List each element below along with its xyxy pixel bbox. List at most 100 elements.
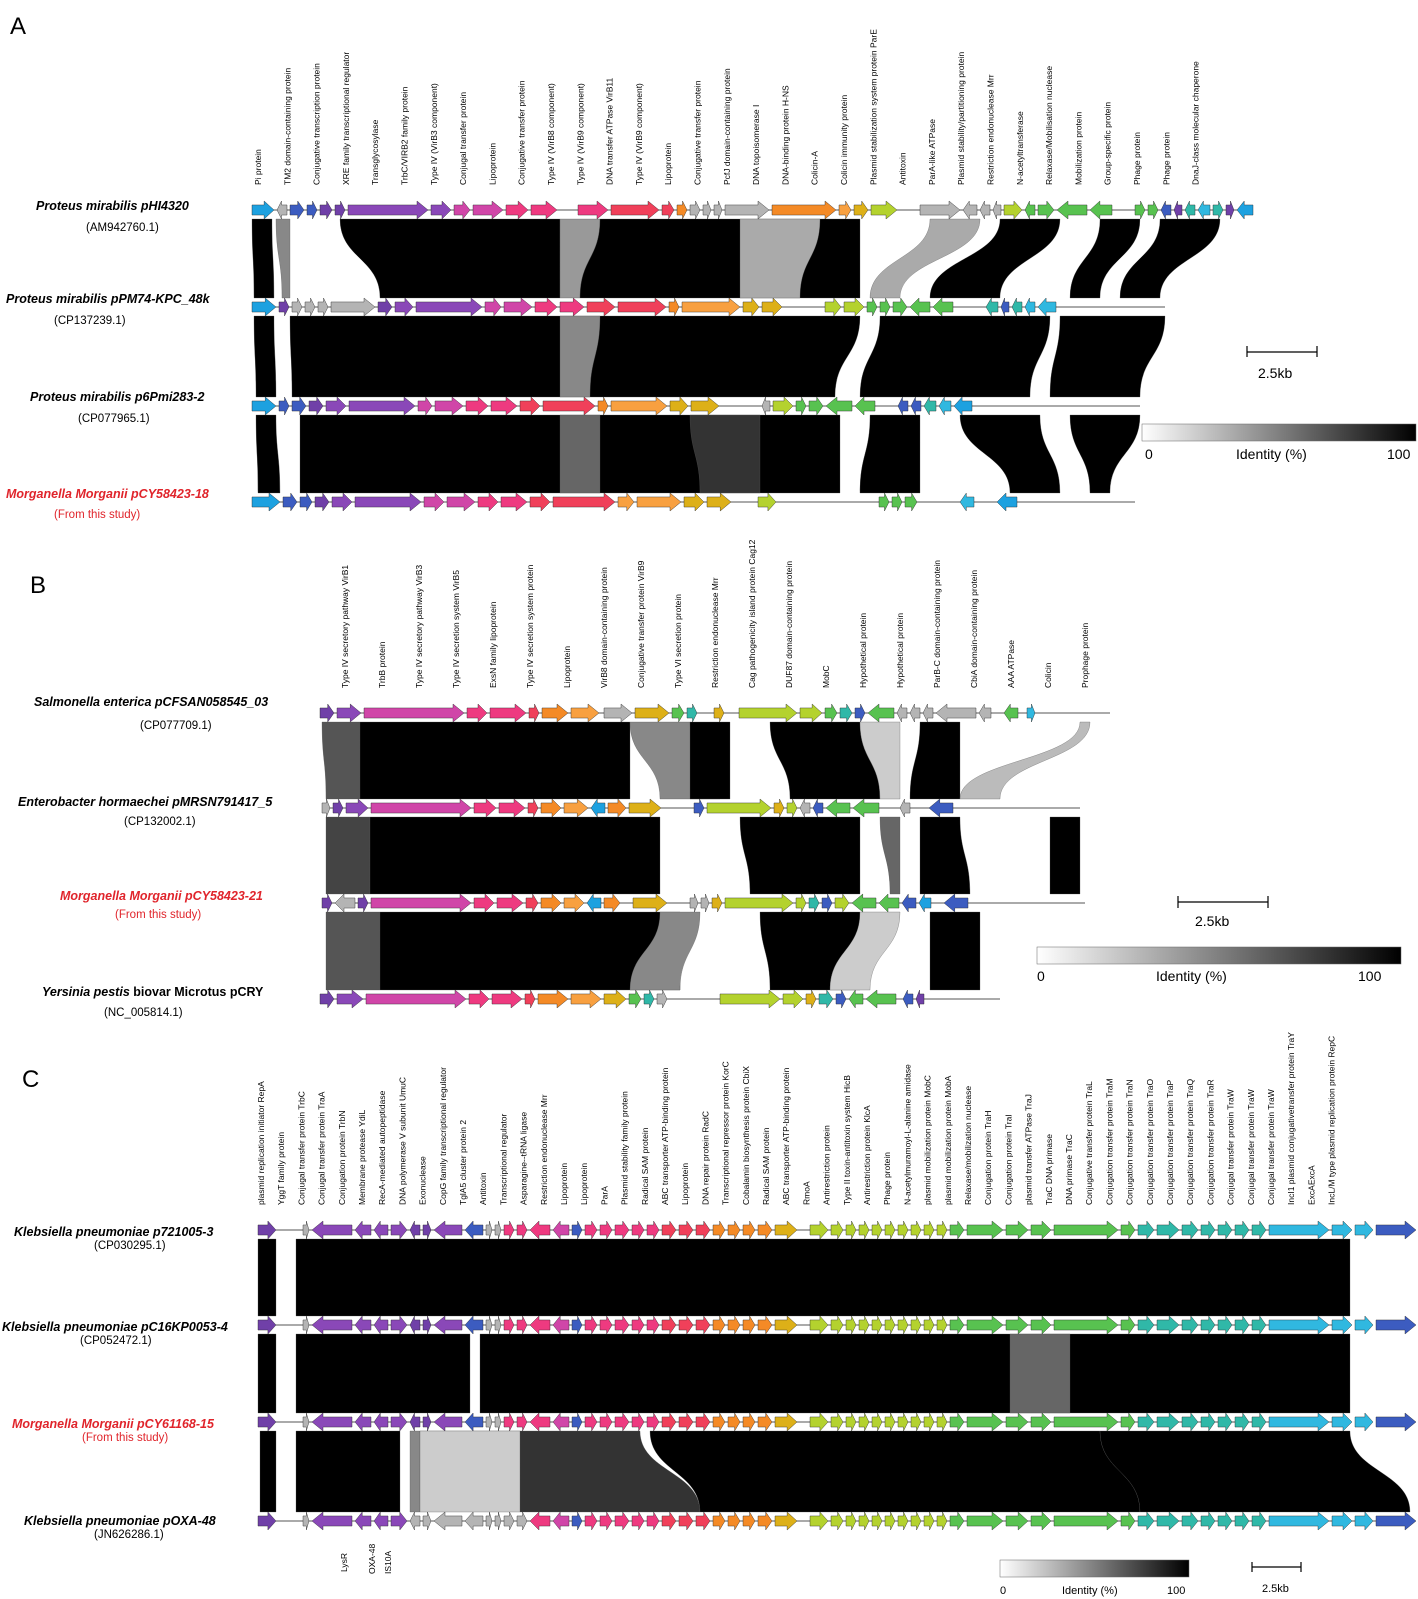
gene-arrow — [321, 798, 331, 818]
gene-arrow — [686, 703, 698, 723]
gene-arrow — [586, 297, 616, 317]
gene-label: Type IV (VirB9 component) — [634, 83, 644, 185]
gene-arrow — [1234, 1511, 1250, 1531]
gene-label: Colicin immunity protein — [839, 95, 849, 185]
homology-ribbon — [253, 315, 277, 398]
gene-arrow — [516, 1220, 528, 1240]
gene-arrow — [485, 1315, 493, 1335]
gene-arrow — [485, 1511, 493, 1531]
gene-arrow — [276, 200, 288, 220]
homology-ribbon — [369, 816, 661, 895]
homology-ribbon — [879, 816, 901, 895]
gene-arrow — [712, 1220, 726, 1240]
gene-arrow — [503, 1511, 515, 1531]
scale-bar-label: 2.5kb — [1195, 913, 1229, 929]
gene-arrow — [1331, 1315, 1353, 1335]
track-accession-highlight: (From this study) — [82, 1432, 168, 1444]
gene-label: ParA — [599, 1186, 609, 1205]
homology-ribbon — [325, 816, 371, 895]
gene-arrow — [529, 1412, 551, 1432]
gene-arrow — [949, 1511, 965, 1531]
gene-arrow — [433, 1315, 463, 1335]
gene-label: Hypothetical protein — [895, 613, 905, 688]
gene-arrow — [390, 1220, 408, 1240]
gene-arrow — [772, 396, 794, 416]
gene-arrow — [661, 1412, 677, 1432]
gene-arrow — [603, 703, 633, 723]
gene-arrow — [257, 1511, 277, 1531]
gene-arrow — [695, 1220, 711, 1240]
gene-arrow — [552, 1220, 570, 1240]
homology-ribbon — [321, 721, 361, 800]
gene-arrow — [1005, 1315, 1029, 1335]
gene-arrow — [1200, 1412, 1216, 1432]
gene-arrow — [628, 989, 642, 1009]
gene-arrow — [1234, 1412, 1250, 1432]
gene-arrow — [422, 1315, 432, 1335]
gene-arrow — [503, 1412, 515, 1432]
gene-arrow — [910, 396, 922, 416]
gene-arrow — [742, 1220, 756, 1240]
gene-arrow — [603, 989, 627, 1009]
gene-arrow — [540, 798, 562, 818]
gene-arrow — [430, 200, 452, 220]
gene-label: Antirestriction protein — [822, 1125, 832, 1205]
gene-label: Type IV secretory pathway VirB3 — [414, 565, 424, 688]
gene-arrow — [669, 396, 689, 416]
gene-label: YggT family protein — [276, 1132, 286, 1205]
legend-max: 100 — [1387, 446, 1411, 462]
gene-arrow — [1217, 1315, 1233, 1335]
panel-c-bottom-labels: LysR OXA-48 IS10A — [339, 1543, 393, 1574]
gene-label: Type IV (VirB9 component) — [575, 83, 585, 185]
gene-arrow — [302, 1315, 310, 1335]
identity-gradient — [999, 1559, 1190, 1578]
gene-arrow — [299, 492, 313, 512]
gene-arrow — [1053, 1511, 1119, 1531]
gene-arrow — [1268, 1220, 1330, 1240]
gene-arrow — [879, 297, 891, 317]
panel-c-track-names: Klebsiella pneumoniae p721005-3 (CP03029… — [2, 1225, 228, 1541]
gene-arrow — [854, 396, 876, 416]
gene-arrow — [446, 492, 476, 512]
gene-arrow — [516, 1315, 528, 1335]
gene-arrow — [922, 703, 934, 723]
gene-arrow — [306, 200, 318, 220]
gene-arrow — [809, 1315, 829, 1335]
gene-arrow — [858, 1511, 870, 1531]
homology-ribbon — [859, 414, 921, 494]
gene-arrow — [632, 893, 668, 913]
gene-arrow — [848, 989, 864, 1009]
gene-arrow — [774, 1412, 798, 1432]
homology-ribbon — [1069, 218, 1141, 299]
gene-label: Conjugative transfer protein — [517, 80, 527, 185]
gene-arrow — [897, 396, 909, 416]
gene-arrow — [1037, 297, 1057, 317]
gene-arrow — [610, 200, 660, 220]
gene-label: Lipoprotein — [562, 646, 572, 688]
gene-label: Antitoxin — [478, 1172, 488, 1205]
gene-arrow — [799, 703, 823, 723]
gene-arrow — [1354, 1511, 1374, 1531]
gene-arrow — [1375, 1412, 1417, 1432]
gene-arrow — [1003, 703, 1019, 723]
homology-ribbon — [689, 721, 731, 800]
track-name: Proteus mirabilis pPM74-KPC_48k — [6, 292, 211, 306]
gene-arrow — [1156, 1220, 1180, 1240]
gene-arrow — [897, 1412, 909, 1432]
gene-arrow — [821, 893, 833, 913]
gene-arrow — [423, 492, 445, 512]
gene-arrow — [530, 200, 558, 220]
gene-arrow — [808, 396, 824, 416]
gene-arrow — [1030, 1315, 1052, 1335]
gene-arrow — [928, 798, 954, 818]
gene-arrow — [661, 200, 675, 220]
gene-arrow — [422, 1220, 432, 1240]
gene-arrow — [904, 492, 918, 512]
gene-arrow — [1331, 1220, 1353, 1240]
gene-label: RmoA — [801, 1181, 811, 1205]
gene-arrow — [334, 893, 356, 913]
gene-arrow — [1024, 297, 1036, 317]
gene-arrow — [845, 1412, 857, 1432]
gene-label: plasmid transfer ATPase TraJ — [1024, 1094, 1034, 1205]
